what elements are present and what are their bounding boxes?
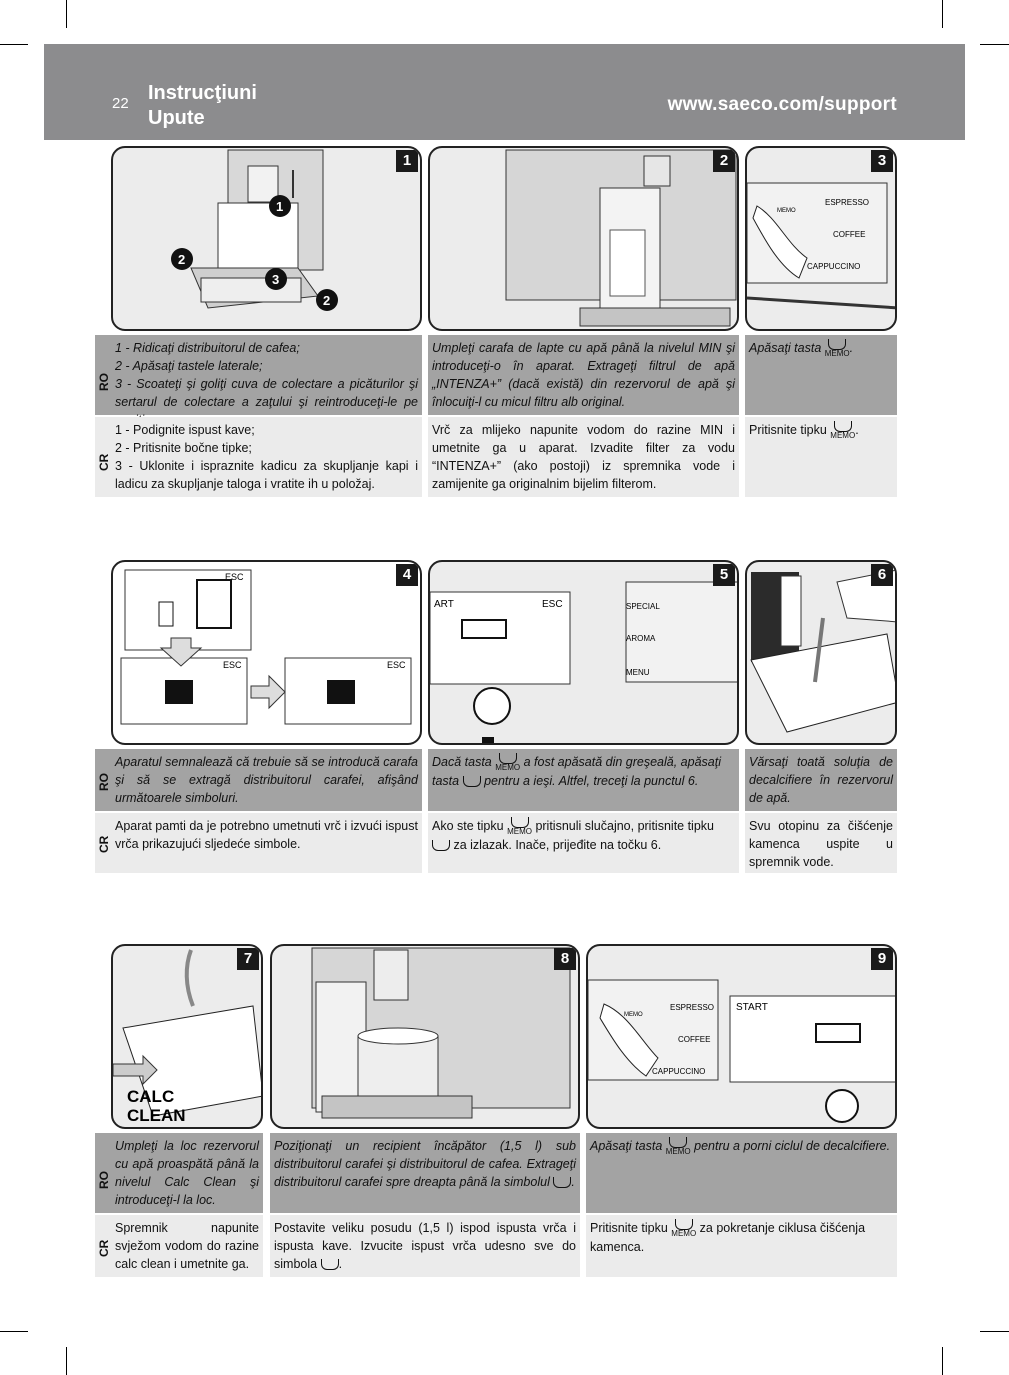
step-number: 9 [871, 948, 893, 970]
step-5-cr-text: Ako ste tipku MEMO pritisnuli slučajno, … [428, 813, 739, 873]
power-button[interactable] [825, 1089, 859, 1123]
page-subtitle: Upute [148, 107, 205, 129]
step-7-illustration: 7 CALC CLEAN [111, 944, 263, 1129]
menu-label: MENU [626, 668, 650, 677]
step-5-illustration: 5 ART ESC SPECIAL AROMA MENU [428, 560, 739, 745]
memo-icon: MEMO [825, 339, 850, 358]
crop-mark [66, 1347, 67, 1375]
step-1-ro-text: RO 1 - Ridicaţi distribuitorul de cafea;… [95, 335, 422, 427]
svg-text:ESC: ESC [225, 572, 244, 582]
step-7-cr-text: CR Spremnik napunite svježom vodom do ra… [95, 1215, 263, 1277]
crop-mark [0, 44, 28, 45]
page-header: 22 Instrucţiuni Upute www.saeco.com/supp… [44, 44, 965, 140]
memo-label: MEMO [777, 208, 796, 214]
step-1-cr-text: CR 1 - Podignite ispust kave; 2 - Pritis… [95, 417, 422, 497]
lang-cr: CR [97, 835, 111, 853]
svg-text:ESC: ESC [223, 660, 242, 670]
crop-mark [66, 0, 67, 28]
step-5-ro-text: Dacă tasta MEMO a fost apăsată din greşe… [428, 749, 739, 811]
step-number: 5 [713, 564, 735, 586]
step-8-cr-text: Postavite veliku posudu (1,5 l) ispod is… [270, 1215, 580, 1277]
svg-text:ESC: ESC [542, 599, 563, 610]
carafe-spout-icon [553, 1177, 572, 1189]
step-8-illustration: 8 [270, 944, 580, 1129]
label-cappuccino: CAPPUCCINO [807, 262, 860, 271]
svg-text:2: 2 [323, 293, 330, 308]
step-3-cr-text: Pritisnite tipku MEMO. [745, 417, 897, 497]
svg-text:ART: ART [434, 599, 454, 610]
step-4-illustration: 4 ESC ESC ESC [111, 560, 422, 745]
lang-cr: CR [97, 453, 111, 471]
step-2-illustration: 2 [428, 146, 739, 331]
calc-label: CALC [127, 1087, 174, 1106]
step-number: 7 [237, 948, 259, 970]
step-9-ro-text: Apăsaţi tasta MEMO pentru a porni ciclul… [586, 1133, 897, 1213]
crop-mark [980, 1331, 1009, 1332]
memo-icon: MEMO [507, 817, 532, 836]
special-label: SPECIAL [626, 602, 660, 611]
lang-ro: RO [97, 773, 111, 791]
svg-text:COFFEE: COFFEE [678, 1035, 710, 1044]
step-number: 6 [871, 564, 893, 586]
crop-mark [942, 1347, 943, 1375]
svg-text:MEMO: MEMO [624, 1012, 643, 1018]
coffee-machine-drawing: 1 2 3 2 [171, 149, 338, 311]
carafe-spout-icon [320, 1259, 339, 1271]
step-number: 1 [396, 150, 418, 172]
page-number: 22 [112, 95, 129, 112]
aroma-label: AROMA [626, 634, 656, 643]
memo-icon: MEMO [666, 1137, 691, 1156]
step-2-cr-text: Vrč za mlijeko napunite vodom do razine … [428, 417, 739, 497]
step-9-cr-text: Pritisnite tipku MEMO za pokretanje cikl… [586, 1215, 897, 1277]
step-3-ro-text: Apăsaţi tasta MEMO. [745, 335, 897, 415]
step-4-ro-text: RO Aparatul semnalează că trebuie să se … [95, 749, 422, 811]
svg-text:ESPRESSO: ESPRESSO [670, 1003, 714, 1012]
svg-text:ESC: ESC [387, 660, 406, 670]
label-coffee: COFFEE [833, 230, 865, 239]
crop-mark [980, 44, 1009, 45]
step-number: 8 [554, 948, 576, 970]
step-6-cr-text: Svu otopinu za čišćenje kamenca uspite u… [745, 813, 897, 873]
milk-carafe-drawing [505, 149, 737, 327]
step-7-ro-text: RO Umpleţi la loc rezervorul cu apă proa… [95, 1133, 263, 1213]
step-2-ro-text: Umpleţi carafa de lapte cu apă până la n… [428, 335, 739, 415]
label-espresso: ESPRESSO [825, 198, 869, 207]
svg-text:3: 3 [272, 272, 279, 287]
support-url[interactable]: www.saeco.com/support [667, 94, 897, 115]
step-9-illustration: 9 ESPRESSO COFFEE CAPPUCCINO MEMO START [586, 944, 897, 1129]
special-icon [462, 776, 481, 788]
step-number: 3 [871, 150, 893, 172]
memo-icon: MEMO [671, 1219, 696, 1238]
step-1-illustration: 1 1 2 3 2 [111, 146, 422, 331]
lang-cr: CR [97, 1239, 111, 1257]
svg-text:CAPPUCCINO: CAPPUCCINO [652, 1067, 705, 1076]
step-6-illustration: 6 [745, 560, 897, 745]
special-icon [432, 840, 450, 852]
svg-text:START: START [736, 1002, 768, 1013]
lang-ro: RO [97, 1171, 111, 1189]
lang-ro: RO [97, 373, 111, 391]
step-8-ro-text: Poziţionaţi un recipient încăpător (1,5 … [270, 1133, 580, 1213]
step-3-illustration: 3 ESPRESSO COFFEE CAPPUCCINO MEMO [745, 146, 897, 331]
crop-mark [942, 0, 943, 28]
svg-text:2: 2 [178, 252, 185, 267]
step-number: 4 [396, 564, 418, 586]
step-4-cr-text: CR Aparat pamti da je potrebno umetnuti … [95, 813, 422, 873]
clean-label: CLEAN [127, 1106, 186, 1125]
step-6-ro-text: Vărsaţi toată soluţia de decalcifiere în… [745, 749, 897, 811]
power-button[interactable] [473, 687, 511, 725]
step-number: 2 [713, 150, 735, 172]
memo-icon: MEMO [495, 753, 520, 772]
svg-text:1: 1 [276, 199, 283, 214]
memo-icon: MEMO [830, 421, 855, 440]
crop-mark [0, 1331, 28, 1332]
page-title: Instrucţiuni [148, 82, 257, 104]
